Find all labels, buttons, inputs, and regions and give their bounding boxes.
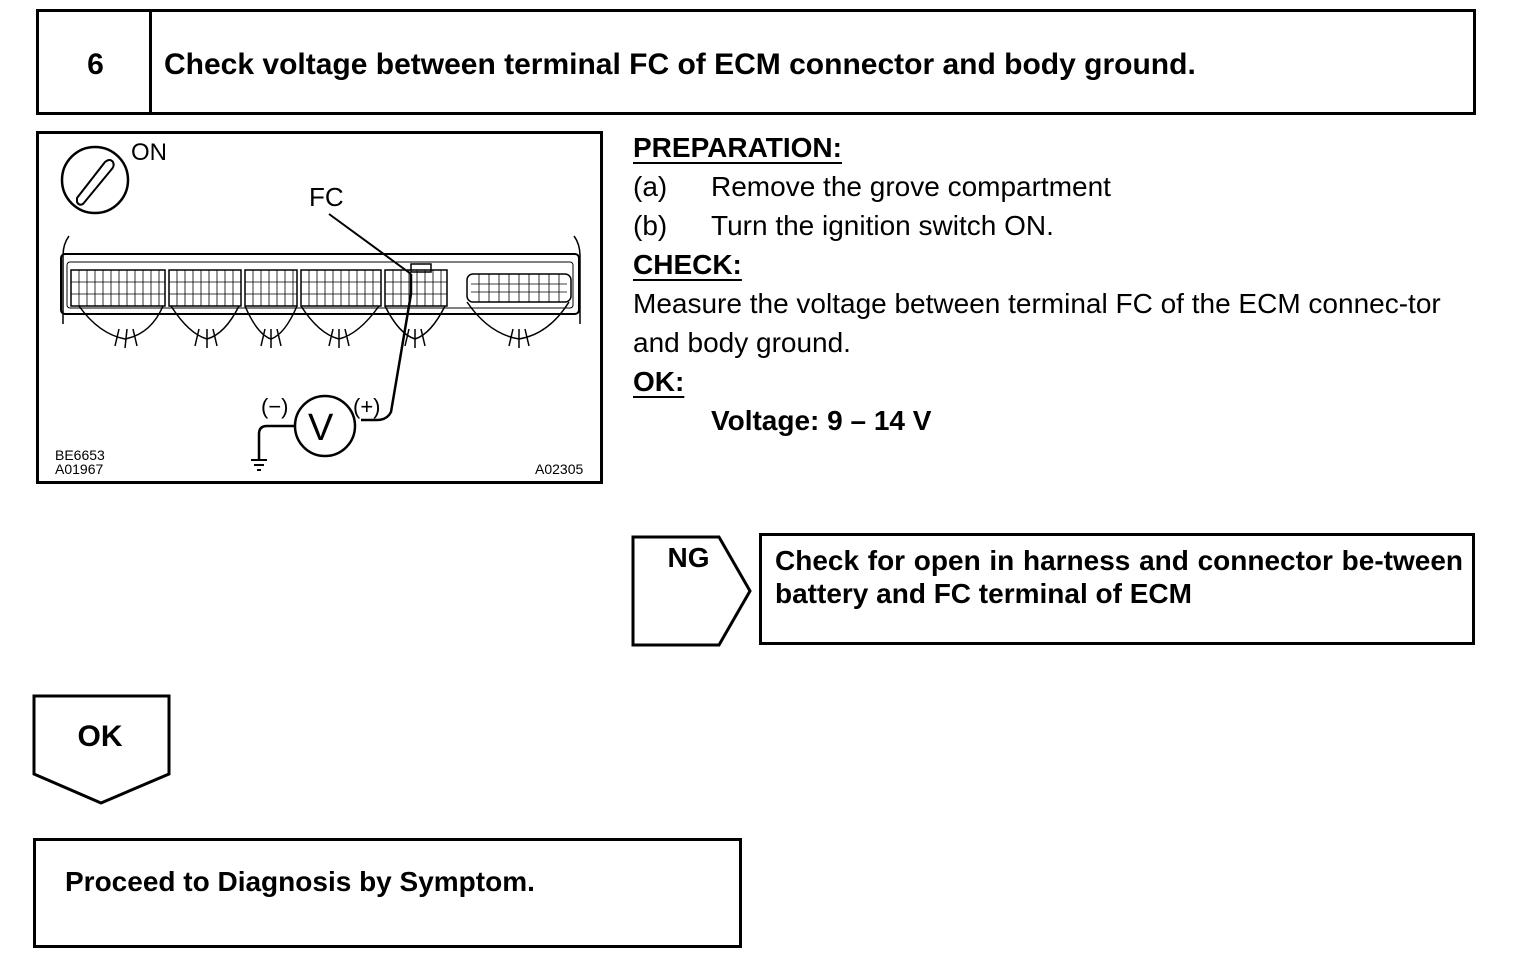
proceed-prefix: Proceed to — [65, 866, 210, 897]
connector-illustration: ON FC — [36, 131, 603, 484]
ng-result-text: Check for open in harness and connector … — [775, 545, 1463, 609]
positive-test-lead — [361, 274, 413, 422]
meter-negative-label: (−) — [261, 394, 289, 419]
meter-symbol: V — [308, 407, 334, 449]
step-text: Turn the ignition switch ON. — [711, 210, 1054, 241]
meter-positive-label: (+) — [353, 394, 381, 419]
ignition-key-icon — [60, 145, 130, 215]
ecm-connector-icon — [60, 235, 581, 349]
terminal-label: FC — [309, 182, 344, 212]
preparation-heading: PREPARATION: — [633, 132, 842, 163]
proceed-box: Proceed to Diagnosis by Symptom. — [33, 838, 742, 948]
check-text: Measure the voltage between terminal FC … — [633, 288, 1441, 358]
step-header: 6 Check voltage between terminal FC of E… — [36, 9, 1476, 115]
terminal-leader-line — [328, 213, 412, 275]
figure-code-right: A02305 — [535, 461, 583, 477]
ng-result-box: Check for open in harness and connector … — [759, 533, 1475, 645]
ignition-label: ON — [131, 139, 167, 166]
ng-arrow-tag — [631, 535, 752, 647]
step-number-cell: 6 — [39, 12, 152, 112]
step-letter: (a) — [633, 171, 668, 202]
connector-diagram: ON FC — [55, 139, 583, 477]
figure-code-top: BE6653 — [55, 447, 105, 463]
ok-arrow-tag — [32, 694, 171, 805]
preparation-step: (a) Remove the grove compartment — [633, 167, 1493, 206]
step-letter: (b) — [633, 210, 668, 241]
step-title: Check voltage between terminal FC of ECM… — [164, 48, 1196, 81]
ground-icon — [251, 459, 267, 471]
proceed-target-link[interactable]: Diagnosis by Symptom. — [217, 866, 535, 897]
check-heading: CHECK: — [633, 249, 742, 280]
step-number: 6 — [87, 48, 104, 81]
ok-spec: Voltage: 9 – 14 V — [711, 405, 932, 436]
instructions-panel: PREPARATION: (a) Remove the grove compart… — [633, 128, 1493, 440]
preparation-step: (b) Turn the ignition switch ON. — [633, 206, 1493, 245]
figure-code-bottom: A01967 — [55, 461, 103, 477]
ok-heading: OK: — [633, 366, 685, 397]
step-text: Remove the grove compartment — [711, 171, 1111, 202]
proceed-text: Proceed to Diagnosis by Symptom. — [65, 866, 535, 898]
negative-test-lead — [257, 424, 295, 460]
ok-label: OK — [77, 720, 123, 753]
ng-label: NG — [667, 542, 710, 573]
